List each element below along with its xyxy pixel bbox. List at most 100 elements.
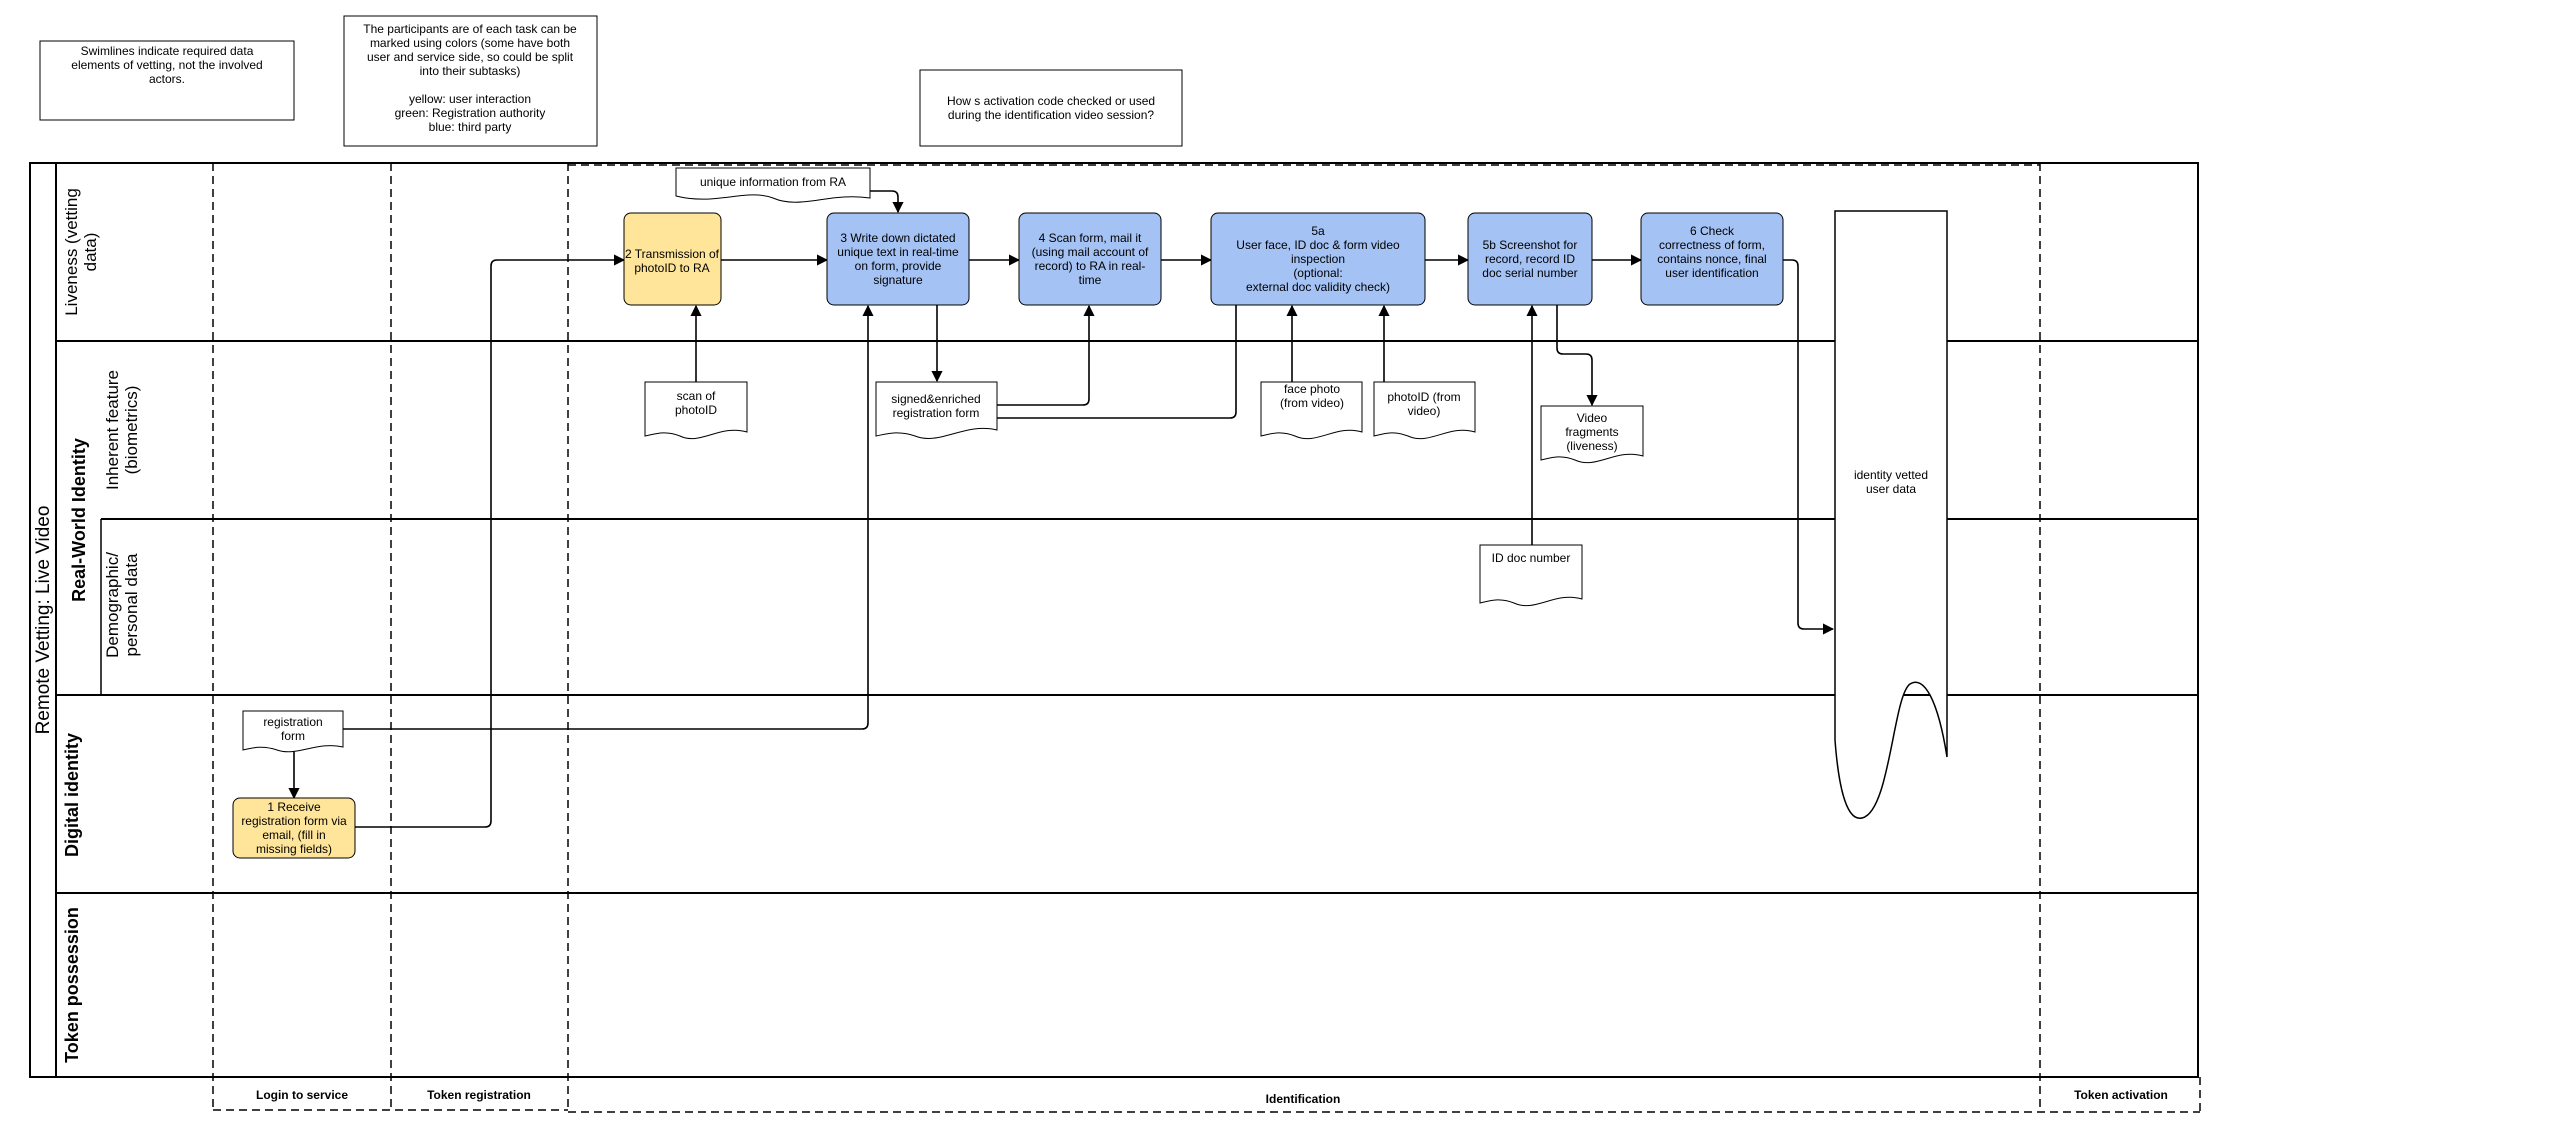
text-line: personal data bbox=[122, 553, 141, 657]
real-world-group-label: Real-World Identity bbox=[69, 438, 89, 602]
lane-liveness-label: Liveness (vettingdata) bbox=[62, 188, 100, 316]
text-line: marked using colors (some have both bbox=[370, 36, 570, 50]
text-line: (liveness) bbox=[1566, 439, 1617, 453]
text-line: on form, provide bbox=[855, 259, 942, 273]
text-line: 1 Receive bbox=[267, 800, 321, 814]
text-line: identity vetted bbox=[1854, 468, 1928, 482]
text-line: blue: third party bbox=[429, 120, 512, 134]
text-line: (using mail account of bbox=[1032, 245, 1149, 259]
flow-6-to-store bbox=[1783, 259, 1835, 635]
flow-5b-to-fragments bbox=[1556, 305, 1598, 407]
text-line: Liveness (vetting bbox=[62, 188, 81, 316]
doc-unique-info[interactable]: unique information from RA bbox=[675, 167, 871, 203]
phase-identification-label: Identification bbox=[1266, 1092, 1341, 1106]
text-line: time bbox=[1079, 273, 1102, 287]
text-line: video) bbox=[1408, 404, 1441, 418]
text-line: (from video) bbox=[1280, 396, 1344, 410]
phase-login-label: Login to service bbox=[256, 1088, 348, 1102]
doc-face-photo-label: face photo(from video) bbox=[1280, 382, 1344, 410]
text-line: data) bbox=[81, 233, 100, 272]
note-colors: The participants are of each task can be… bbox=[343, 15, 598, 147]
lane-digital-label: Digital identity bbox=[62, 733, 82, 857]
text-line: email, (fill in bbox=[262, 828, 325, 842]
text-line: 5a bbox=[1311, 224, 1325, 238]
text-line: 5b Screenshot for bbox=[1483, 238, 1578, 252]
phase-token-activation-label: Token activation bbox=[2074, 1088, 2168, 1102]
doc-face-photo[interactable]: face photo(from video) bbox=[1260, 381, 1363, 440]
lane-inherent-label: Inherent feature(biometrics) bbox=[103, 370, 141, 490]
flow-signed-to-4 bbox=[997, 304, 1095, 406]
text-line: photoID bbox=[675, 403, 717, 417]
text-line: record, record ID bbox=[1485, 252, 1575, 266]
text-line: missing fields) bbox=[256, 842, 332, 856]
text-line: actors. bbox=[149, 72, 185, 86]
task-4[interactable]: 4 Scan form, mail it(using mail account … bbox=[1018, 212, 1162, 306]
text-line: face photo bbox=[1284, 382, 1340, 396]
pool: Remote Vetting: Live Video Real-World Id… bbox=[29, 162, 2199, 1078]
text-line: user and service side, so could be split bbox=[367, 50, 574, 64]
text-line: How s activation code checked or used bbox=[947, 94, 1155, 108]
text-line: photoID to RA bbox=[634, 261, 709, 275]
doc-id-number[interactable]: ID doc number bbox=[1479, 544, 1583, 607]
text-line: 6 Check bbox=[1690, 224, 1735, 238]
doc-id-number-label: ID doc number bbox=[1492, 551, 1571, 565]
text-line: doc serial number bbox=[1482, 266, 1577, 280]
text-line: external doc validity check) bbox=[1246, 280, 1390, 294]
text-line: unique information from RA bbox=[700, 175, 846, 189]
lane-demographic-label: Demographic/personal data bbox=[103, 552, 141, 658]
text-line: yellow: user interaction bbox=[409, 92, 531, 106]
text-line: (biometrics) bbox=[122, 386, 141, 475]
doc-unique-info-label: unique information from RA bbox=[700, 175, 846, 189]
flow-unique-info-to-3 bbox=[870, 190, 904, 214]
text-line: registration form via bbox=[241, 814, 347, 828]
lane-token-label: Token possession bbox=[62, 907, 82, 1063]
flow-signed-to-5a bbox=[997, 300, 1237, 419]
text-line: correctness of form, bbox=[1659, 238, 1765, 252]
text-line bbox=[468, 78, 471, 92]
text-line: user data bbox=[1866, 482, 1916, 496]
text-line: user identification bbox=[1665, 266, 1758, 280]
flow-regform-to-3 bbox=[343, 304, 874, 730]
text-line: ID doc number bbox=[1492, 551, 1571, 565]
text-line: The participants are of each task can be bbox=[363, 22, 577, 36]
text-line: Video bbox=[1577, 411, 1608, 425]
text-line: inspection bbox=[1291, 252, 1345, 266]
text-line: scan of bbox=[677, 389, 716, 403]
text-line: Inherent feature bbox=[103, 370, 122, 490]
note-colors-text: The participants are of each task can be… bbox=[363, 22, 577, 134]
text-line: Demographic/ bbox=[103, 552, 122, 658]
connectors bbox=[288, 190, 1835, 828]
text-line: (optional: bbox=[1293, 266, 1342, 280]
text-line: green: Registration authority bbox=[395, 106, 546, 120]
text-line: fragments bbox=[1565, 425, 1618, 439]
text-line: form bbox=[281, 729, 305, 743]
pool-title: Remote Vetting: Live Video bbox=[33, 506, 54, 735]
text-line: User face, ID doc & form video bbox=[1236, 238, 1400, 252]
